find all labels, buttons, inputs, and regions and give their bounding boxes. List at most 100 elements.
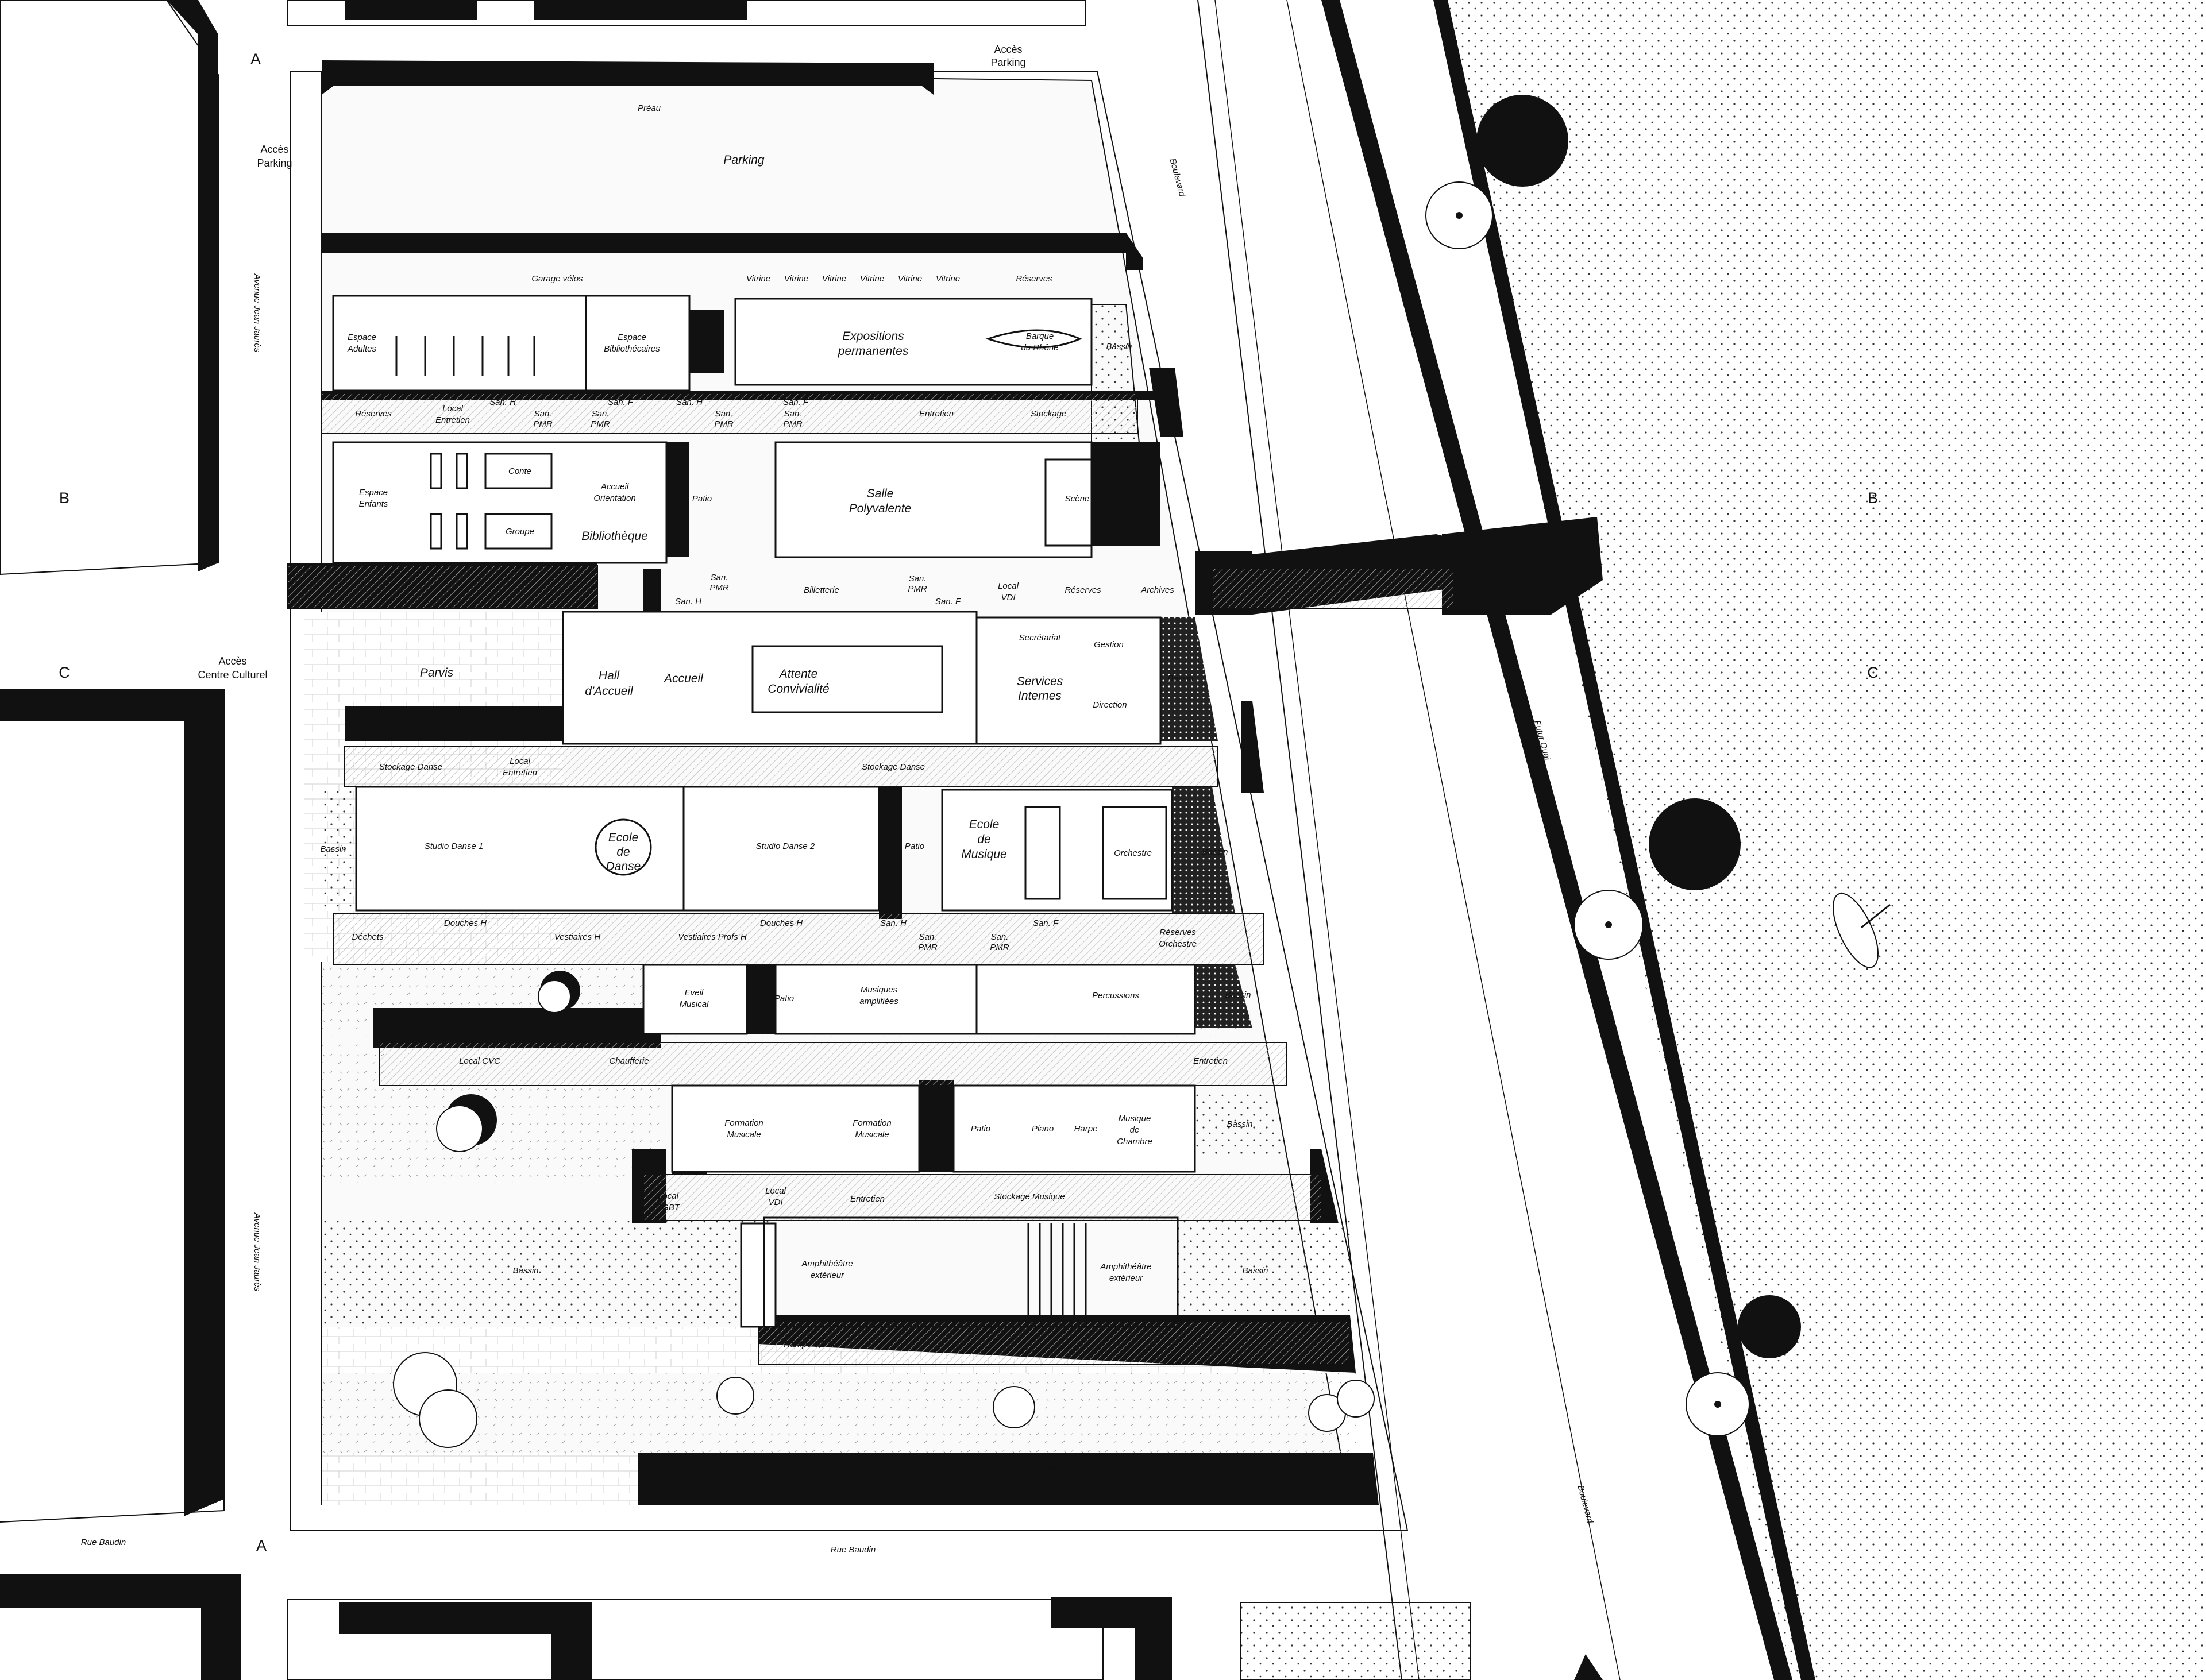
svg-text:Attente: Attente [778,667,818,681]
svg-text:Orchestre: Orchestre [1159,939,1197,949]
tree-icon [716,1377,754,1415]
svg-text:Entretien: Entretien [503,768,537,778]
svg-text:Vitrine: Vitrine [822,274,846,284]
svg-text:VDI: VDI [768,1198,782,1207]
svg-text:d'Accueil: d'Accueil [585,685,634,698]
svg-text:Bassin: Bassin [1167,674,1193,683]
svg-text:San.: San. [919,932,937,942]
svg-text:Accès: Accès [994,44,1022,55]
svg-text:Formation: Formation [853,1118,892,1128]
svg-text:San. F: San. F [935,597,961,607]
quay [1197,0,1815,1680]
svg-text:Vestiaires H: Vestiaires H [554,932,600,942]
svg-text:Musique: Musique [1119,1114,1151,1123]
svg-text:Orchestre: Orchestre [1114,848,1152,858]
svg-text:Réserves: Réserves [1159,928,1196,937]
svg-text:Internes: Internes [1018,689,1062,702]
interior-furniture [395,329,1179,1328]
svg-text:Services: Services [1017,675,1063,688]
svg-text:Préau: Préau [638,103,661,113]
section-a-bottom: A [256,1537,267,1554]
svg-text:Scène: Scène [1065,494,1090,504]
svg-text:Amphithéâtre: Amphithéâtre [801,1259,853,1269]
svg-text:de: de [616,845,630,859]
svg-text:Salle: Salle [867,487,894,500]
svg-text:San. F: San. F [1033,918,1059,928]
svg-text:Douches H: Douches H [444,918,487,928]
svg-text:amplifiées: amplifiées [859,997,898,1006]
svg-text:Boulevard: Boulevard [1167,157,1187,198]
svg-text:Bassin: Bassin [1128,494,1154,504]
svg-text:Barque: Barque [1026,331,1054,341]
svg-text:VDI: VDI [1001,593,1015,603]
room-outlines [332,295,1196,1173]
svg-text:Rampe 5,5 %: Rampe 5,5 % [784,1339,836,1349]
svg-text:Accès: Accès [260,144,288,155]
svg-text:Bassin: Bassin [320,844,346,854]
svg-text:Eveil: Eveil [685,988,704,998]
svg-text:extérieur: extérieur [811,1270,844,1280]
section-c-right: C [1867,664,1879,681]
svg-text:PMR: PMR [783,419,803,429]
svg-text:Réserves: Réserves [355,409,392,419]
svg-text:Gestion: Gestion [1094,640,1124,650]
svg-text:Musiques: Musiques [861,985,898,995]
svg-text:Vitrine: Vitrine [746,274,770,284]
svg-text:Danse: Danse [606,860,641,873]
svg-text:Entretien: Entretien [435,415,470,425]
svg-text:Avenue Jean Jaurès: Avenue Jean Jaurès [252,1212,262,1292]
boat-icon [1833,893,1891,968]
svg-text:Entretien: Entretien [850,1194,885,1204]
river-water [1436,0,2206,1680]
svg-text:San.: San. [592,409,610,419]
svg-text:Vitrine: Vitrine [860,274,884,284]
svg-text:San.: San. [715,409,733,419]
svg-text:Local: Local [658,1191,679,1201]
svg-text:San. H: San. H [880,918,907,928]
svg-text:PMR: PMR [990,943,1009,952]
svg-text:Musical: Musical [680,999,709,1009]
svg-text:San.: San. [991,932,1009,942]
svg-text:Groupe: Groupe [506,527,534,536]
svg-text:Amphithéâtre: Amphithéâtre [1100,1262,1151,1272]
tree-icon [1738,1295,1801,1358]
svg-text:Bibliothèque: Bibliothèque [581,530,648,543]
svg-text:Réserves: Réserves [1016,274,1052,284]
svg-text:Convivialité: Convivialité [768,682,829,696]
svg-text:Musicale: Musicale [855,1130,889,1140]
svg-text:PMR: PMR [591,419,610,429]
svg-text:Bassin: Bassin [1202,847,1228,857]
svg-text:PMR: PMR [918,943,938,952]
svg-text:Bassin: Bassin [512,1266,538,1276]
svg-text:San.: San. [711,573,728,582]
svg-text:Déchets: Déchets [352,932,384,942]
svg-text:Studio Danse 2: Studio Danse 2 [756,841,815,851]
svg-text:Local: Local [998,581,1019,591]
labels: A A B B C C Accès Parking Accès Parking … [59,44,1879,1555]
svg-text:Ecole: Ecole [608,831,639,844]
svg-text:Chambre: Chambre [1117,1137,1152,1146]
svg-text:San. H: San. H [675,597,701,607]
svg-text:PMR: PMR [533,419,553,429]
svg-text:Piano: Piano [1032,1124,1054,1134]
svg-text:Parking: Parking [257,157,292,169]
neighbour-blocks [0,0,1603,1680]
svg-text:Hall: Hall [599,669,620,682]
svg-text:Parking: Parking [723,153,765,167]
svg-text:Patio: Patio [971,1124,990,1134]
section-b-left: B [59,489,70,507]
svg-text:Local: Local [442,404,464,414]
svg-text:Accès: Accès [218,655,246,667]
svg-text:Rue Baudin: Rue Baudin [831,1545,876,1555]
svg-text:Douches H: Douches H [760,918,803,928]
svg-text:Parvis: Parvis [420,666,454,679]
svg-text:Ecole: Ecole [969,818,1000,831]
svg-text:Avenue Jean Jaurès: Avenue Jean Jaurès [252,273,262,353]
svg-text:Patio: Patio [692,494,712,504]
svg-text:San.: San. [534,409,552,419]
svg-text:Entretien: Entretien [1193,1056,1228,1066]
svg-text:Polyvalente: Polyvalente [849,502,912,515]
svg-text:Espace: Espace [348,333,376,342]
svg-text:Rue Baudin: Rue Baudin [81,1538,126,1547]
